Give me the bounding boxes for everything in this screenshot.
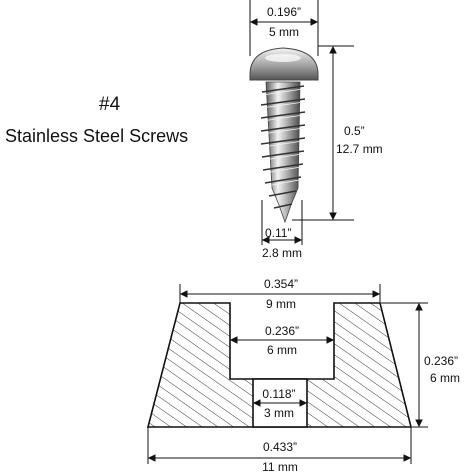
screw-head-width-inch: 0.196” — [266, 5, 302, 19]
bumper-height-mm: 6 mm — [430, 371, 460, 385]
screw-tip-width-inch: 0.11” — [265, 226, 292, 240]
screw-length-mm: 12.7 mm — [336, 142, 383, 156]
bumper-hole-width-inch: 0.118” — [262, 387, 296, 401]
bumper-hole-dimension — [252, 399, 308, 407]
bumper-height-dimension — [381, 302, 428, 428]
screw-image — [249, 47, 319, 224]
screw-head-dimension — [249, 0, 319, 56]
bumper-recess-width-inch: 0.236” — [264, 324, 300, 338]
bumper-base-width-inch: 0.433” — [262, 440, 298, 454]
bumper-hole-width-mm: 3 mm — [264, 406, 294, 420]
bumper-base-dimension — [147, 427, 412, 464]
screw-length-dimension — [292, 45, 354, 221]
screw-head-width-mm: 5 mm — [269, 25, 299, 39]
screw-tip-dimension — [261, 200, 303, 245]
bumper-top-width-mm: 9 mm — [266, 297, 296, 311]
screw-size-label: #4 — [99, 94, 121, 115]
bumper-top-dimension — [179, 284, 381, 303]
screw-tip-width-mm: 2.8 mm — [262, 246, 303, 260]
bumper-base-width-mm: 11 mm — [262, 460, 298, 474]
screw-length-inch: 0.5” — [344, 124, 365, 138]
screw-description: Stainless Steel Screws — [5, 126, 189, 146]
bumper-height-inch: 0.236” — [424, 354, 459, 368]
bumper-recess-width-mm: 6 mm — [267, 343, 297, 357]
bumper-top-width-inch: 0.354” — [263, 277, 299, 291]
bumper-recess-dimension — [229, 336, 335, 344]
